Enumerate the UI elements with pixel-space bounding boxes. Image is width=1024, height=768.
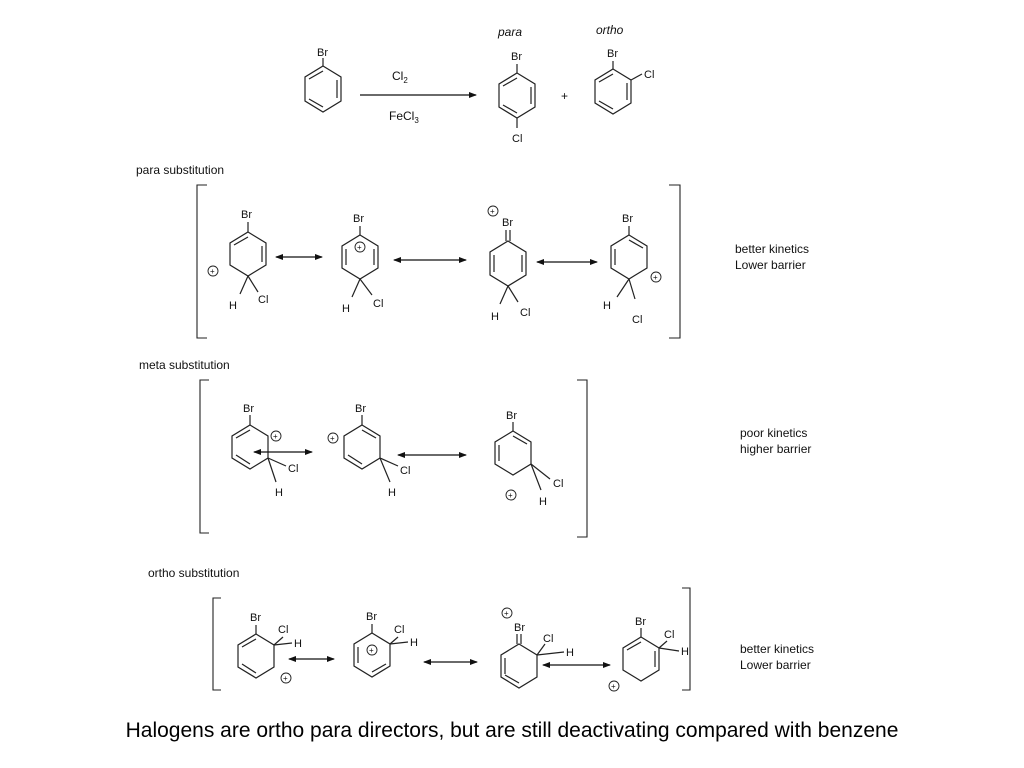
ortho-3-plus-charge bbox=[501, 607, 513, 619]
ortho-2-br: Br bbox=[366, 611, 377, 623]
slide-caption: Halogens are ortho para directors, but a… bbox=[125, 719, 899, 742]
para-2-plus-charge bbox=[354, 241, 366, 253]
ortho-structure-2: Br + Cl H bbox=[353, 611, 418, 678]
para-product-br: Br bbox=[511, 51, 522, 63]
para-3-h: H bbox=[491, 311, 499, 323]
meta-1-cl: Cl bbox=[288, 463, 298, 475]
ortho-structure-4: Br + Cl H bbox=[608, 616, 689, 692]
ortho-2-plus-charge bbox=[366, 644, 378, 656]
meta-section-title: meta substitution bbox=[139, 358, 230, 372]
svg-text:+: + bbox=[490, 207, 495, 216]
meta-left-bracket bbox=[199, 379, 209, 534]
ortho-left-bracket bbox=[212, 597, 221, 691]
para-2-br: Br bbox=[353, 213, 364, 225]
para-1-br: Br bbox=[241, 209, 252, 221]
ortho-1-plus-charge bbox=[280, 672, 292, 684]
ortho-1-h: H bbox=[294, 638, 302, 650]
meta-1-br: Br bbox=[243, 403, 254, 415]
meta-note-line2: higher barrier bbox=[740, 442, 811, 456]
para-4-br: Br bbox=[622, 213, 633, 225]
para-right-bracket bbox=[669, 184, 681, 339]
meta-note-line1: poor kinetics bbox=[740, 426, 807, 440]
bromobenzene: Br bbox=[304, 47, 342, 113]
ortho-section-title: ortho substitution bbox=[148, 566, 239, 580]
ortho-3-br: Br bbox=[514, 622, 525, 634]
para-structure-1: Br + H Cl bbox=[207, 209, 268, 312]
meta-1-h: H bbox=[275, 487, 283, 499]
ortho-product-br: Br bbox=[607, 48, 618, 60]
para-left-bracket bbox=[196, 184, 207, 339]
ortho-2-cl: Cl bbox=[394, 624, 404, 636]
para-4-cl: Cl bbox=[632, 314, 642, 326]
para-product-cl: Cl bbox=[512, 133, 522, 145]
meta-structure-2: Br + Cl H bbox=[327, 403, 410, 499]
reagent-chlorine: Cl2 bbox=[392, 69, 408, 85]
ortho-structure-1: Br Cl H + bbox=[237, 612, 302, 684]
svg-text:+: + bbox=[508, 491, 513, 500]
meta-structure-1: Br + Cl H bbox=[231, 403, 298, 499]
meta-2-cl: Cl bbox=[400, 465, 410, 477]
para-structure-2: Br + H Cl bbox=[341, 213, 383, 315]
ortho-note-line1: better kinetics bbox=[740, 642, 814, 656]
svg-text:+: + bbox=[653, 273, 658, 282]
para-note-line1: better kinetics bbox=[735, 242, 809, 256]
ortho-4-plus-charge bbox=[608, 680, 620, 692]
label-para: para bbox=[497, 25, 522, 39]
ortho-4-h: H bbox=[681, 646, 689, 658]
para-section-title: para substitution bbox=[136, 163, 224, 177]
svg-text:+: + bbox=[369, 646, 374, 655]
label-ortho: ortho bbox=[596, 23, 624, 37]
svg-text:+: + bbox=[273, 432, 278, 441]
ortho-1-br: Br bbox=[250, 612, 261, 624]
ortho-product: Br Cl bbox=[594, 48, 654, 115]
ortho-1-cl: Cl bbox=[278, 624, 288, 636]
ortho-2-h: H bbox=[410, 637, 418, 649]
ortho-right-bracket bbox=[682, 587, 691, 691]
para-3-br: Br bbox=[502, 217, 513, 229]
ortho-3-cl: Cl bbox=[543, 633, 553, 645]
para-structure-4: Br + H Cl bbox=[603, 213, 662, 326]
svg-text:+: + bbox=[330, 434, 335, 443]
reaction-arrow: Cl2 FeCl3 bbox=[360, 69, 477, 125]
meta-3-plus-charge bbox=[505, 489, 517, 501]
svg-text:+: + bbox=[210, 267, 215, 276]
para-structure-3: Br + H Cl bbox=[487, 205, 530, 323]
svg-text:+: + bbox=[283, 674, 288, 683]
para-3-cl: Cl bbox=[520, 307, 530, 319]
meta-2-plus-charge bbox=[327, 432, 339, 444]
bromobenzene-br: Br bbox=[317, 47, 328, 59]
meta-3-h: H bbox=[539, 496, 547, 508]
meta-2-h: H bbox=[388, 487, 396, 499]
para-2-cl: Cl bbox=[373, 298, 383, 310]
para-1-h: H bbox=[229, 300, 237, 312]
svg-text:+: + bbox=[504, 609, 509, 618]
para-2-h: H bbox=[342, 303, 350, 315]
svg-text:+: + bbox=[357, 243, 362, 252]
plus-sign: + bbox=[561, 89, 568, 103]
meta-2-br: Br bbox=[355, 403, 366, 415]
para-4-plus-charge bbox=[650, 271, 662, 283]
para-4-h: H bbox=[603, 300, 611, 312]
ortho-3-h: H bbox=[566, 647, 574, 659]
para-1-cl: Cl bbox=[258, 294, 268, 306]
meta-right-bracket bbox=[577, 379, 588, 538]
ortho-product-cl: Cl bbox=[644, 69, 654, 81]
ortho-note-line2: Lower barrier bbox=[740, 658, 811, 672]
ortho-structure-3: Br + Cl H bbox=[500, 607, 574, 689]
ortho-4-cl: Cl bbox=[664, 629, 674, 641]
meta-3-br: Br bbox=[506, 410, 517, 422]
para-1-plus-charge bbox=[207, 265, 219, 277]
para-3-plus-charge bbox=[487, 205, 499, 217]
meta-3-cl: Cl bbox=[553, 478, 563, 490]
meta-1-plus-charge bbox=[270, 430, 282, 442]
para-note-line2: Lower barrier bbox=[735, 258, 806, 272]
svg-text:+: + bbox=[611, 682, 616, 691]
reagent-ferric-chloride: FeCl3 bbox=[389, 109, 419, 125]
ortho-4-br: Br bbox=[635, 616, 646, 628]
para-product: Br Cl bbox=[498, 51, 536, 145]
meta-structure-3: Br + Cl H bbox=[494, 410, 563, 508]
